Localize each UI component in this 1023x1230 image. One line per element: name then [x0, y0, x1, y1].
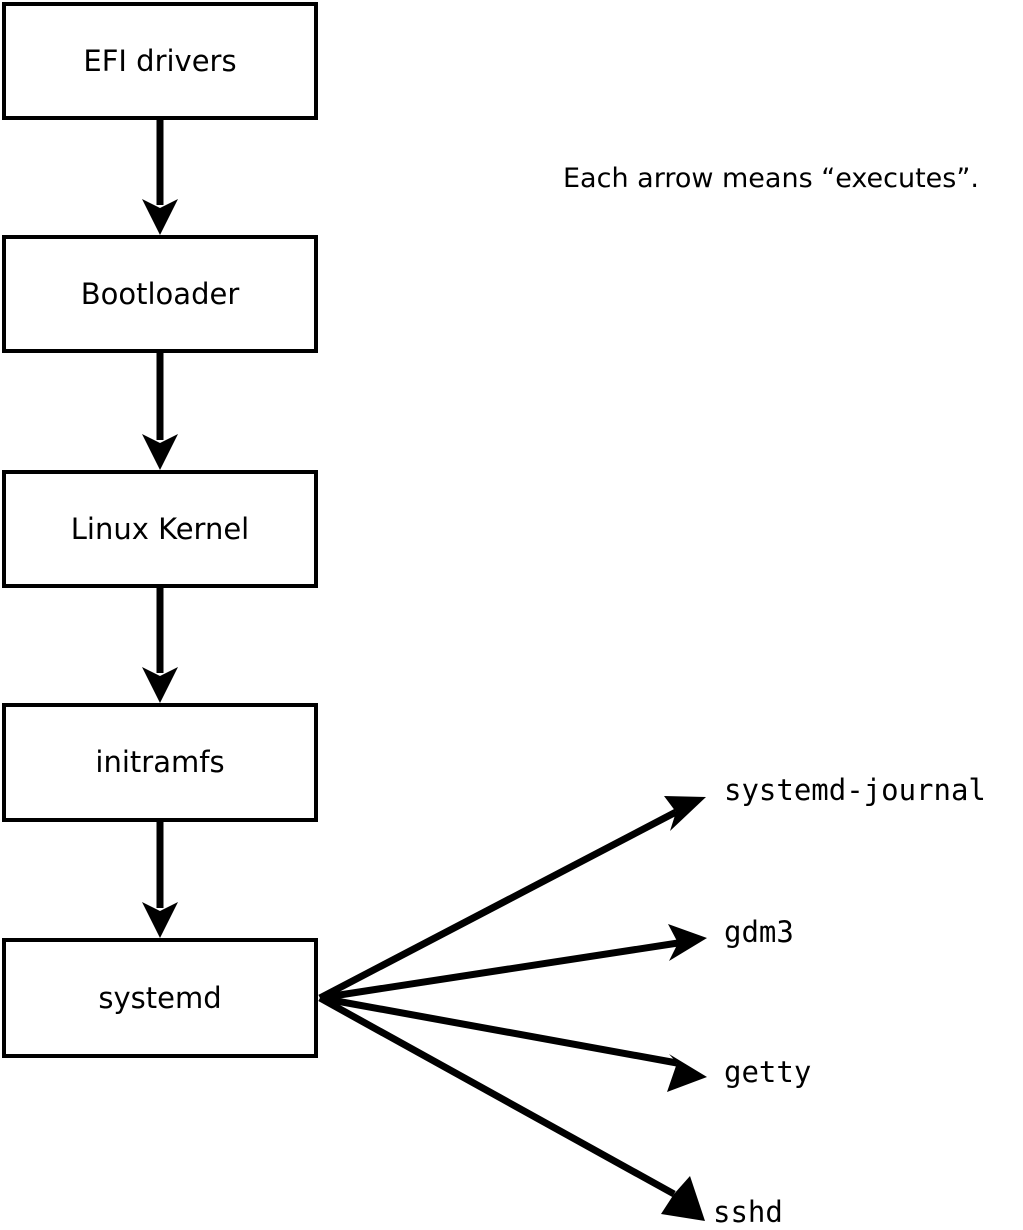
arrow-systemd-to-gdm3: [319, 924, 707, 1002]
node-label-efi-drivers: EFI drivers: [83, 43, 237, 78]
service-label-systemd-journal: systemd-journal: [724, 773, 986, 807]
legend-caption: Each arrow means “executes”.: [563, 163, 979, 194]
arrow-systemd-to-sshd: [318, 994, 705, 1221]
arrow-bootloader-to-kernel: [142, 353, 178, 470]
arrow-efi-to-bootloader: [142, 120, 178, 235]
node-bootloader[interactable]: Bootloader: [2, 235, 318, 353]
arrow-kernel-to-initramfs: [142, 588, 178, 703]
node-label-linux-kernel: Linux Kernel: [70, 511, 250, 546]
arrow-systemd-to-getty: [319, 994, 707, 1092]
service-label-getty: getty: [724, 1055, 812, 1089]
node-linux-kernel[interactable]: Linux Kernel: [2, 470, 318, 588]
node-label-systemd: systemd: [98, 980, 222, 1015]
service-label-sshd: sshd: [713, 1195, 783, 1229]
node-initramfs[interactable]: initramfs: [2, 703, 318, 822]
node-efi-drivers[interactable]: EFI drivers: [2, 2, 318, 120]
node-label-initramfs: initramfs: [95, 745, 225, 779]
node-systemd[interactable]: systemd: [2, 938, 318, 1058]
service-label-gdm3: gdm3: [724, 915, 794, 949]
arrow-systemd-to-systemd-journal: [318, 796, 706, 1002]
arrow-initramfs-to-systemd: [142, 822, 178, 938]
node-label-bootloader: Bootloader: [80, 276, 240, 311]
